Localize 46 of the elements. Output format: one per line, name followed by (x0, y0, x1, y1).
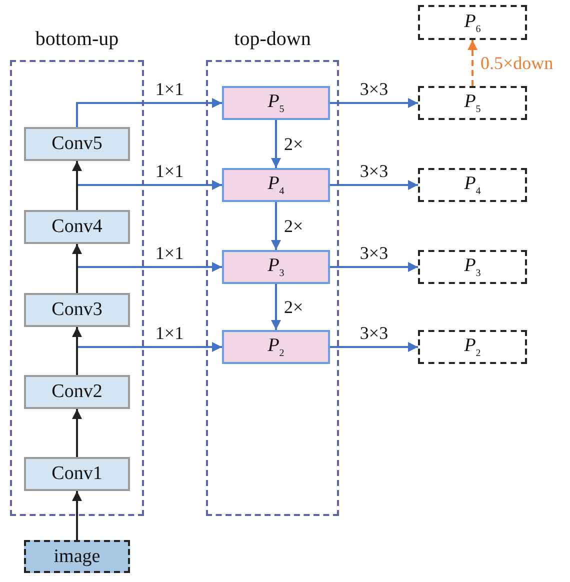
arrow (72, 244, 82, 293)
feature-box (222, 86, 330, 120)
node-label: Conv2 (52, 381, 102, 403)
feature-box (418, 5, 527, 40)
arrow (271, 284, 281, 330)
feature-box (418, 168, 527, 202)
node-label: P$_{2}$ (464, 335, 481, 359)
node-label: Conv1 (52, 463, 102, 485)
arrow (271, 120, 281, 168)
arrow (330, 342, 418, 352)
arrow (271, 202, 281, 250)
node-label: Conv3 (52, 299, 102, 321)
feature-box (418, 250, 527, 284)
node-label: Conv4 (52, 216, 102, 238)
arrow (72, 161, 82, 210)
input-box (24, 540, 130, 573)
arrow (72, 491, 82, 540)
node-label: P$_{5}$ (464, 91, 481, 115)
arrow (330, 262, 418, 272)
layer-box (24, 127, 130, 161)
layer-box (24, 375, 130, 409)
node-label: Conv5 (52, 133, 102, 155)
node-label: P$_{3}$ (464, 255, 481, 279)
layer-box (24, 210, 130, 244)
arrow (330, 98, 418, 108)
feature-box (418, 86, 527, 120)
arrow (72, 409, 82, 457)
feature-box (222, 168, 330, 202)
arrow (76, 98, 222, 127)
layer-box (24, 457, 130, 491)
feature-box (222, 330, 330, 364)
node-label: P$_{4}$ (464, 173, 481, 197)
feature-box (222, 250, 330, 284)
node-label: P$_{4}$ (268, 173, 284, 197)
arrow (330, 180, 418, 190)
node-label: P$_{2}$ (268, 335, 284, 359)
node-label: P$_{3}$ (268, 255, 284, 279)
arrow (72, 327, 82, 375)
node-label: P$_{6}$ (464, 10, 481, 34)
group-heading: top-down (233, 28, 312, 51)
node-label: image (54, 546, 100, 568)
layer-box (24, 293, 130, 327)
arrow (468, 40, 478, 86)
group-heading: bottom-up (34, 28, 120, 51)
feature-box (418, 330, 527, 364)
node-label: P$_{5}$ (268, 91, 284, 115)
